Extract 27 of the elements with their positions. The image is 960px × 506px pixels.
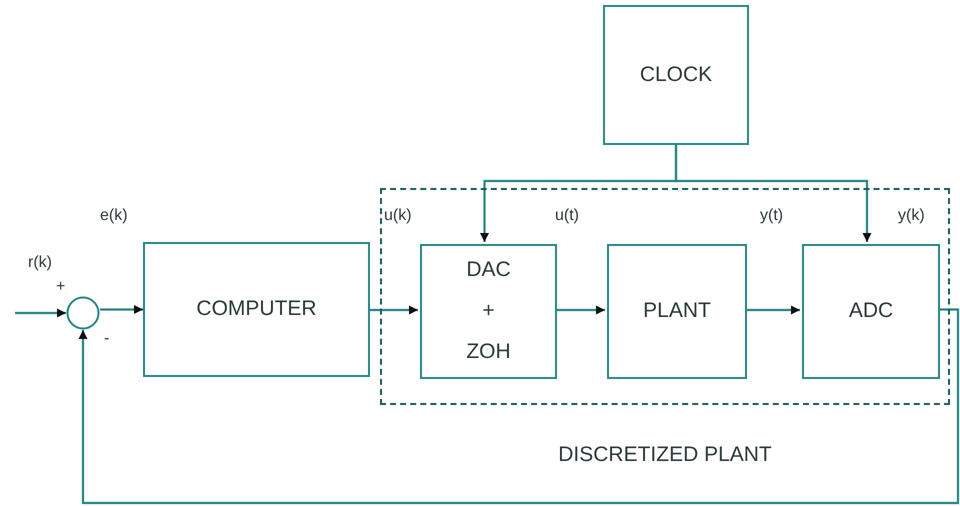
arrow (100, 305, 143, 314)
block-label: CLOCK (640, 62, 712, 88)
arrow (674, 145, 872, 242)
arrow (78, 308, 960, 504)
block-label: DAC + ZOH (466, 257, 511, 365)
block-label: COMPUTER (196, 296, 317, 322)
sign-label: u(t) (555, 207, 579, 225)
block (607, 244, 747, 379)
summing-junction (66, 296, 100, 330)
block (420, 244, 557, 379)
block-label: PLANT (643, 298, 711, 324)
sign-label: r(k) (28, 254, 52, 272)
block (802, 244, 940, 379)
sign-label: y(k) (898, 207, 925, 225)
group-heading: DISCRETIZED PLANT (557, 443, 773, 467)
block (143, 242, 370, 377)
sign-label: u(k) (384, 207, 412, 225)
block (603, 5, 749, 145)
arrow (555, 306, 605, 314)
sign-label: - (104, 330, 110, 348)
arrow (15, 308, 66, 318)
arrow (745, 306, 800, 314)
block-label: ADC (848, 298, 894, 324)
sign-label: e(k) (100, 207, 128, 225)
sign-label: + (56, 278, 66, 296)
sign-label: y(t) (760, 207, 784, 225)
arrow (370, 306, 418, 314)
